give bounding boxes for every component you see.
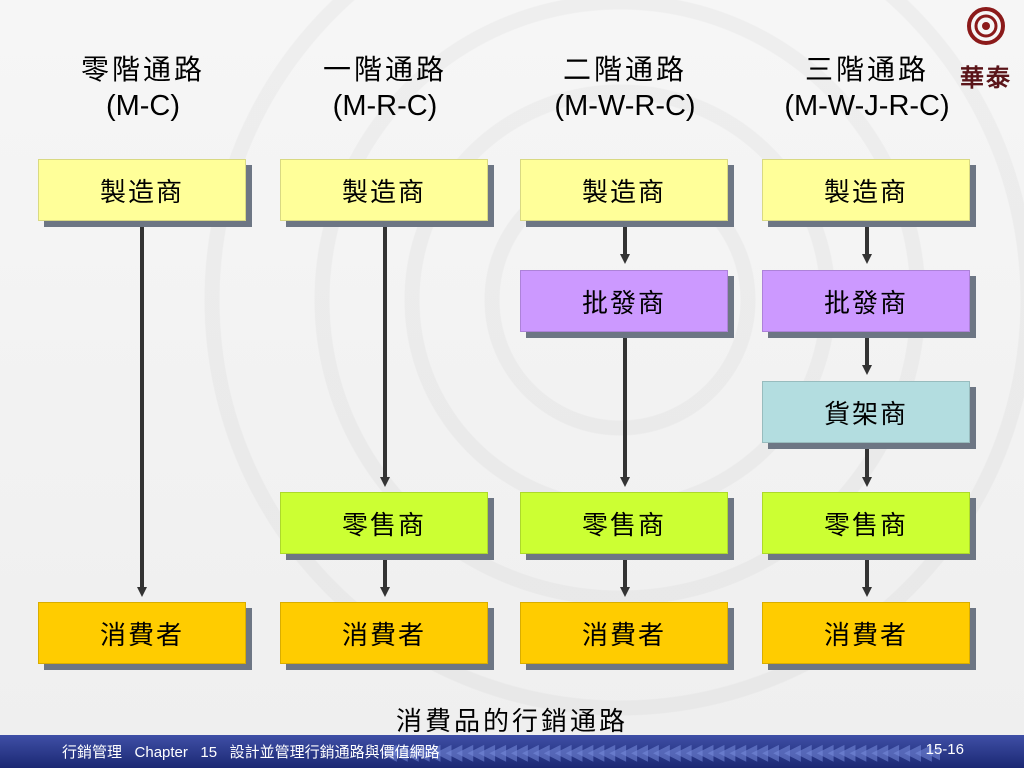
footer-course: 行銷管理 — [62, 744, 123, 761]
box-manufacturer: 製造商 — [762, 159, 970, 221]
footer-chapter-num: 15 — [200, 744, 218, 761]
column-title-cn: 一階通路 — [322, 53, 447, 86]
box-label: 製造商 — [823, 177, 908, 208]
box-consumer: 消費者 — [280, 602, 488, 664]
box-label: 零售商 — [581, 510, 666, 541]
box-label: 貨架商 — [823, 399, 908, 430]
box-consumer: 消費者 — [520, 602, 728, 664]
column-title-3: 三階通路 (M-W-J-R-C) — [762, 52, 972, 124]
column-title-0: 零階通路 (M-C) — [40, 52, 246, 124]
footer-bar: ◀◀◀◀◀◀◀◀◀◀◀◀◀◀◀◀◀◀◀◀◀◀◀◀◀◀◀◀◀◀◀◀◀◀◀◀◀◀◀◀… — [0, 735, 1024, 768]
box-retailer: 零售商 — [280, 492, 488, 554]
box-label: 製造商 — [341, 177, 426, 208]
footer-chapter-title: 設計並管理行銷通路與價值網路 — [229, 744, 440, 761]
box-label: 消費者 — [581, 620, 666, 651]
box-label: 消費者 — [341, 620, 426, 651]
column-title-en: (M-C) — [105, 90, 181, 122]
column-title-2: 二階通路 (M-W-R-C) — [520, 52, 730, 124]
column-title-en: (M-W-J-R-C) — [784, 90, 950, 122]
column-title-en: (M-W-R-C) — [554, 90, 696, 122]
box-jobber: 貨架商 — [762, 381, 970, 443]
box-label: 消費者 — [99, 620, 184, 651]
box-label: 批發商 — [823, 288, 908, 319]
box-label: 消費者 — [823, 620, 908, 651]
diagram-caption: 消費品的行銷通路 — [395, 707, 628, 737]
box-manufacturer: 製造商 — [38, 159, 246, 221]
column-title-en: (M-R-C) — [332, 90, 438, 122]
column-title-1: 一階通路 (M-R-C) — [282, 52, 488, 124]
box-label: 零售商 — [823, 510, 908, 541]
footer-chapter-label: Chapter — [134, 744, 188, 761]
page-number: 15-16 — [925, 741, 964, 758]
box-label: 製造商 — [99, 177, 184, 208]
box-consumer: 消費者 — [38, 602, 246, 664]
box-label: 製造商 — [581, 177, 666, 208]
column-title-cn: 三階通路 — [804, 53, 929, 86]
box-manufacturer: 製造商 — [520, 159, 728, 221]
box-consumer: 消費者 — [762, 602, 970, 664]
footer-course-info: 行銷管理 Chapter 15 設計並管理行銷通路與價值網路 — [62, 741, 440, 762]
box-label: 零售商 — [341, 510, 426, 541]
logo-rings-icon — [967, 7, 1005, 45]
box-wholesaler: 批發商 — [762, 270, 970, 332]
box-retailer: 零售商 — [520, 492, 728, 554]
box-wholesaler: 批發商 — [520, 270, 728, 332]
column-title-cn: 二階通路 — [562, 53, 687, 86]
footer-arrow-pattern-icon: ◀◀◀◀◀◀◀◀◀◀◀◀◀◀◀◀◀◀◀◀◀◀◀◀◀◀◀◀◀◀◀◀◀◀◀◀◀◀◀◀… — [380, 739, 940, 764]
box-retailer: 零售商 — [762, 492, 970, 554]
box-manufacturer: 製造商 — [280, 159, 488, 221]
box-label: 批發商 — [581, 288, 666, 319]
logo-text: 華泰 — [960, 63, 1012, 92]
logo: 華泰 — [959, 6, 1014, 92]
column-title-cn: 零階通路 — [80, 53, 205, 86]
